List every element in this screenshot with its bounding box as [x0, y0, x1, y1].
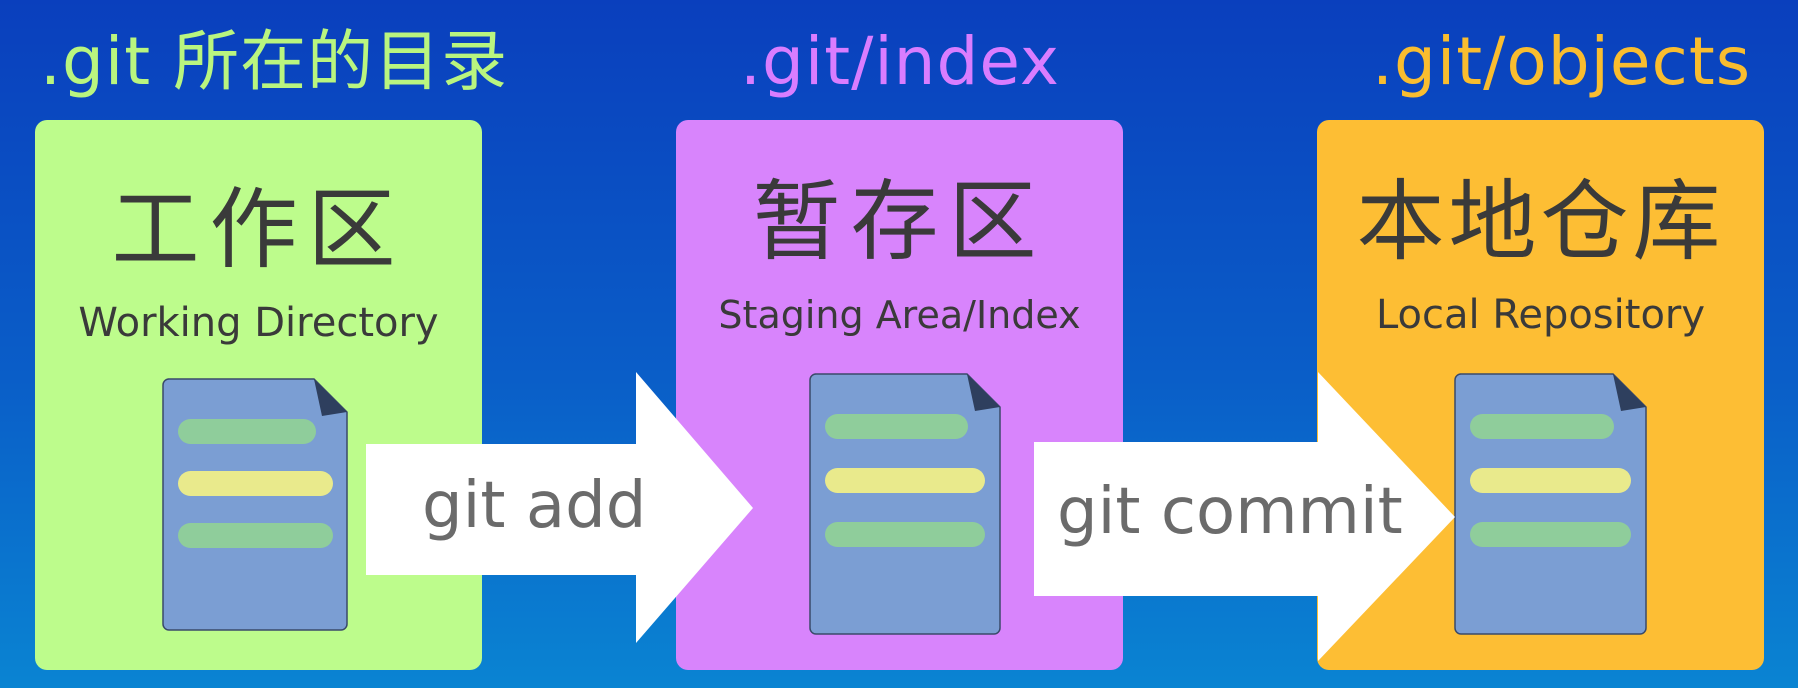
- document-icon: [809, 373, 1001, 635]
- objects-path-label: .git/objects: [1372, 23, 1752, 100]
- document-icon: [1454, 373, 1647, 635]
- git-add-label: git add: [422, 469, 647, 543]
- git-add-arrow: [366, 372, 753, 643]
- local-repository-title: 本地仓库: [1356, 170, 1725, 273]
- document-icon: [162, 378, 348, 631]
- local-repository-subtitle: Local Repository: [1375, 292, 1706, 338]
- arrow-right-icon: [1034, 372, 1455, 661]
- working-directory-title: 工作区: [111, 178, 406, 281]
- index-path-label: .git/index: [740, 23, 1060, 100]
- staging-area-subtitle: Staging Area/Index: [718, 293, 1081, 337]
- arrow-right-icon: [366, 372, 753, 643]
- working-directory-subtitle: Working Directory: [78, 300, 439, 346]
- git-commit-arrow: [1034, 372, 1455, 661]
- working-directory-path-label: .git 所在的目录: [40, 23, 509, 100]
- staging-area-title: 暂存区: [752, 170, 1047, 273]
- git-commit-label: git commit: [1057, 475, 1403, 549]
